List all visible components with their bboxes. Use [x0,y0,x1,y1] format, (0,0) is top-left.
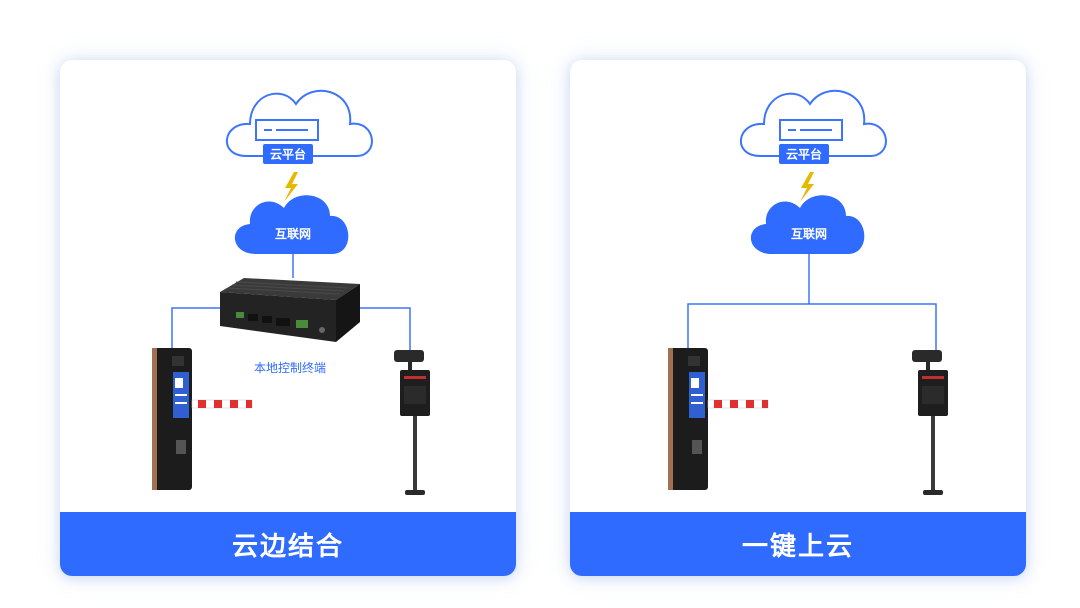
card-cloud-edge: 云平台 互联网 本地控制终端 [60,60,516,576]
internet-label: 互联网 [275,227,311,241]
lpr-camera-pole [912,350,948,495]
cloud-platform-label: 云平台 [270,147,306,162]
lightning-icon [284,172,298,202]
lpr-camera-pole [394,350,430,495]
cloud-server-icon: 云平台 [226,89,373,164]
internet-cloud-icon: 互联网 [750,195,865,254]
edge-controller-device [220,278,360,342]
card-one-click-cloud: 云平台 互联网 [570,60,1026,576]
one-click-cloud-diagram: 云平台 互联网 [668,89,948,495]
footer-title: 一键上云 [741,531,854,562]
footer-banner: 一键上云 [570,512,1026,576]
footer-banner: 云边结合 [60,512,516,576]
internet-label: 互联网 [791,227,827,241]
lightning-icon [800,172,814,202]
parking-kiosk [668,348,769,490]
internet-cloud-icon: 互联网 [234,195,349,254]
parking-kiosk [152,348,253,490]
cloud-platform-label: 云平台 [786,147,822,162]
cloud-server-icon: 云平台 [740,89,887,164]
footer-title: 云边结合 [231,531,344,562]
cloud-edge-diagram: 云平台 互联网 本地控制终端 [152,89,430,495]
local-terminal-label: 本地控制终端 [254,360,326,375]
